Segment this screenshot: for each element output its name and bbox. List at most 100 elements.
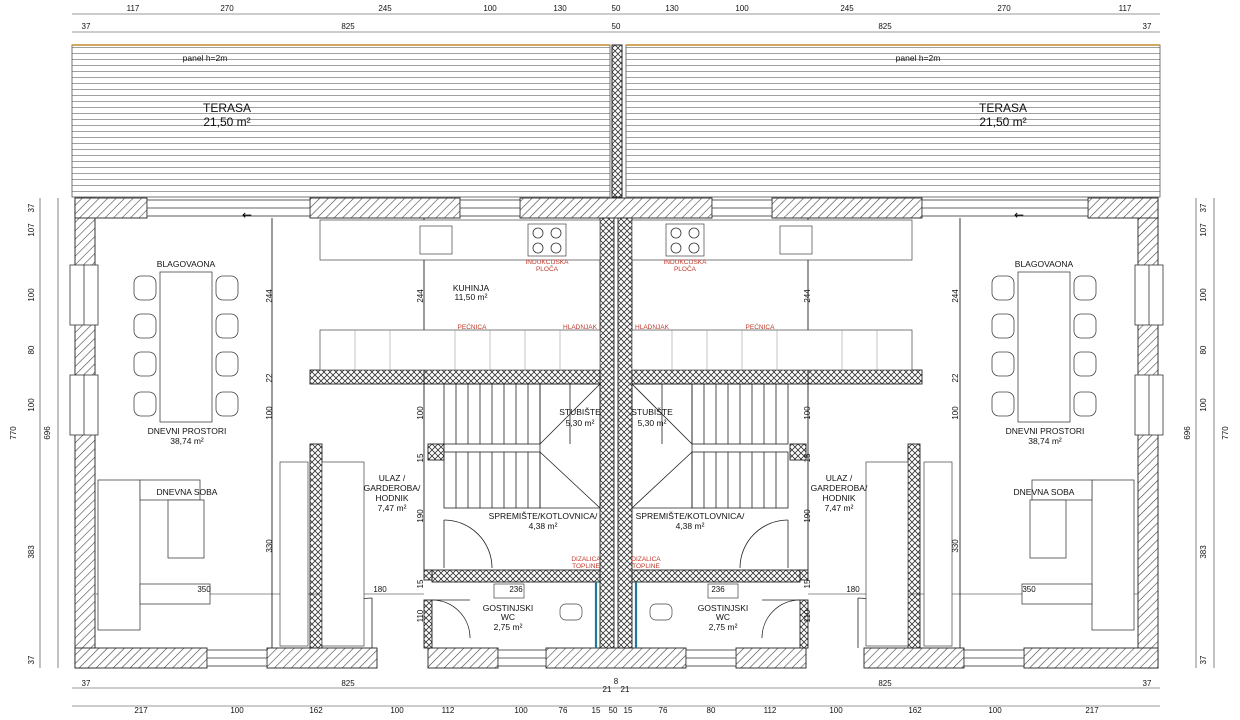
slide-arrow-left: ← [242,208,252,222]
stair-label-left: STUBIŠTE [559,407,601,417]
dim-15-d: 15 [803,579,812,588]
dim-244-b: 244 [416,289,425,303]
interior-walls [309,217,923,649]
heatpump-label1-right: DIZALICA [631,556,661,563]
dim-bot1-825-right: 825 [878,679,892,688]
dim-right-seg-0: 37 [1199,203,1208,212]
dim-244-a: 244 [265,289,274,303]
dim-bot1-21-left: 21 [603,685,612,694]
heatpump-label1-left: DIZALICA [571,556,601,563]
dim-left-seg-6: 37 [27,655,36,664]
storage-area-left: 4,38 m² [529,521,558,531]
entry-area-right: 7,47 m² [825,503,854,513]
dim-bot2-12: 112 [764,706,777,715]
oven-label-right: PEĆNICA [746,322,776,331]
living-furniture-left [97,479,211,631]
dim-top-117-left: 117 [127,4,140,13]
stair-area-left: 5,30 m² [566,418,595,428]
dim-right-seg-6: 37 [1199,655,1208,664]
dim-180-left: 180 [373,585,387,594]
entry-line1-left: ULAZ / [379,473,406,483]
kitchen-label: KUHINJA [453,283,490,293]
storage-label-left: SPREMIŠTE/KOTLOVNICA/ [489,511,598,521]
dining-set-right [991,271,1097,423]
entry-line2-right: GARDEROBA/ [811,483,868,493]
cooktop-label2-right: PLOČA [674,264,697,273]
fridge-label-left: HLADNJAK [563,324,598,331]
dim-top-270-left: 270 [220,4,234,13]
cooktop-label2-left: PLOČA [536,264,559,273]
dim-left-seg-1: 107 [27,223,36,237]
dining-label-right: BLAGOVAONA [1015,259,1074,269]
dim-top2-37-right: 37 [1143,22,1152,31]
kitchen-counters [319,219,913,371]
dimension-lines [39,13,1215,707]
dim-left-696: 696 [43,426,52,440]
terrace-right [625,44,1161,198]
dim-bot2-13: 100 [829,706,843,715]
entry-line3-right: HODNIK [822,493,855,503]
dim-bot2-16: 217 [1085,706,1099,715]
dim-bot2-11: 80 [707,706,716,715]
entry-line2-left: GARDEROBA/ [364,483,421,493]
dim-left-seg-3: 80 [27,345,36,354]
dim-right-seg-1: 107 [1199,223,1208,237]
dim-330-b: 330 [951,539,960,553]
counter-dividers [354,330,878,370]
living-spaces-label-left: DNEVNI PROSTORI [148,426,227,436]
heatpump-label2-right: TOPLINE [632,563,660,570]
kitchen-area: 11,50 m² [455,292,488,302]
dim-bot2-15: 100 [988,706,1002,715]
partition-lines [96,218,1138,648]
dim-110-b: 110 [803,609,812,622]
dim-bot1-8: 8 [614,677,619,686]
dim-top-100-left: 100 [483,4,497,13]
dim-190-b: 190 [803,509,812,523]
dim-right-seg-2: 100 [1199,288,1208,302]
dim-bot2-8: 50 [609,706,618,715]
dim-350-right: 350 [1022,585,1036,594]
wc-line2-right: WC [716,612,730,622]
dim-bot2-9: 15 [624,706,633,715]
terrace-name-left: TERASA [203,101,251,115]
terrace-name-right: TERASA [979,101,1027,115]
dim-top2-825-right: 825 [878,22,892,31]
dim-bot2-3: 100 [390,706,404,715]
wc-line1-right: GOSTINJSKI [698,603,749,613]
dim-100-b: 100 [416,406,425,420]
dim-bot1-21-right: 21 [621,685,630,694]
living-spaces-label-right: DNEVNI PROSTORI [1006,426,1085,436]
exterior-walls [74,197,1159,669]
dim-bot2-4: 112 [442,706,455,715]
dim-bot2-0: 217 [134,706,148,715]
dim-22-b: 22 [951,373,960,382]
dim-350-left: 350 [197,585,211,594]
dim-top2-37-left: 37 [82,22,91,31]
storage-area-right: 4,38 m² [676,521,705,531]
dim-15-b: 15 [803,453,812,462]
slide-arrow-right: ← [1014,208,1024,222]
entry-line3-left: HODNIK [375,493,408,503]
dim-top-270-right: 270 [997,4,1011,13]
dim-left-seg-0: 37 [27,203,36,212]
entry-area-left: 7,47 m² [378,503,407,513]
dim-left-770: 770 [9,426,18,440]
wc-line2-left: WC [501,612,515,622]
dim-244-c: 244 [803,289,812,303]
cooktop-label1-left: INDUKCIJSKA [526,259,570,266]
dim-100-d: 100 [951,406,960,420]
dining-label-left: BLAGOVAONA [157,259,216,269]
dim-236-right: 236 [711,585,725,594]
dim-bot1-825-left: 825 [341,679,355,688]
wc-line1-left: GOSTINJSKI [483,603,534,613]
fridge-label-right: HLADNJAK [635,324,670,331]
dim-bot2-6: 76 [559,706,568,715]
dim-top-117-right: 117 [1119,4,1132,13]
dim-left-seg-5: 383 [27,545,36,559]
living-spaces-area-left: 38,74 m² [170,436,204,446]
door-swings [321,519,909,649]
terrace-divider-wall [611,44,623,198]
dim-bot2-5: 100 [514,706,528,715]
dim-top-245-right: 245 [840,4,854,13]
dim-right-696: 696 [1183,426,1192,440]
